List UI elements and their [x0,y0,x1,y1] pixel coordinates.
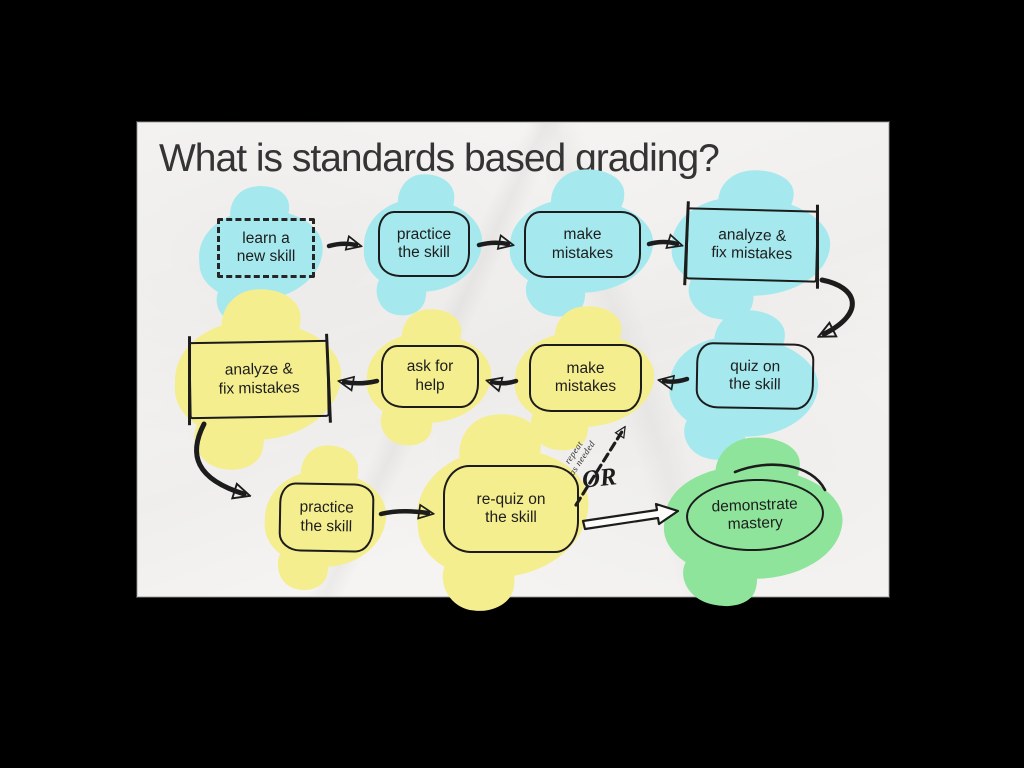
node-box: analyze & fix mistakes [188,339,330,420]
node-label-line: help [415,376,445,394]
slide: What is standards based grading? learn a… [137,122,889,597]
node-practice-skill-1: practice the skill [362,196,484,295]
node-label-line: the skill [728,375,781,394]
node-box: re-quiz on the skill [443,465,579,553]
node-label-line: practice [299,498,354,517]
node-make-mistakes-1: make mistakes [508,196,655,296]
slide-title: What is standards based grading? [159,137,720,180]
node-analyze-fix-1: analyze & fix mistakes [669,192,833,301]
node-label-line: re-quiz on [476,490,546,508]
node-label-line: mistakes [551,244,614,262]
node-label-line: the skill [300,517,353,535]
arrow-practice-to-make [476,243,508,245]
node-box: quiz on the skill [695,341,815,411]
node-make-mistakes-2: make mistakes [513,329,656,430]
arrow-analyze-to-quiz-curve [822,277,855,334]
node-box: ask for help [381,345,479,408]
or-label: OR [580,463,618,494]
node-label-line: mistakes [554,378,617,395]
node-learn-new-skill: learn a new skill [196,206,326,304]
node-label-line: fix mistakes [711,243,793,264]
node-requiz-on-skill: re-quiz on the skill [412,443,594,583]
node-ask-for-help: ask for help [365,330,493,426]
node-label-line: make [566,359,605,377]
node-label-line: mastery [727,514,784,533]
node-box: practice the skill [378,211,470,277]
node-label-line: the skill [398,244,450,261]
node-box: learn a new skill [217,218,315,278]
node-label-line: quiz on [730,357,781,376]
node-box: practice the skill [278,482,375,553]
node-label-line: analyze & [224,360,294,379]
node-box: make mistakes [529,344,642,412]
node-label-line: analyze & [717,225,787,245]
node-label-line: ask for [406,358,454,376]
node-quiz-on-skill: quiz on the skill [665,330,822,444]
node-label-line: make [563,226,602,244]
node-demonstrate-mastery: demonstrate mastery [661,462,846,584]
node-box: analyze & fix mistakes [685,207,819,283]
node-label-line: demonstrate [711,495,799,516]
node-label-line: practice [396,225,452,243]
node-label-line: new skill [236,248,296,265]
node-label-line: fix mistakes [218,378,300,398]
node-analyze-fix-2: analyze & fix mistakes [173,319,343,442]
node-practice-skill-2: practice the skill [262,467,389,571]
node-box: make mistakes [524,211,641,278]
arrow-learn-to-practice [326,244,356,246]
node-label-line: learn a [242,229,290,247]
node-label-line: the skill [485,509,537,526]
arrow-make2-to-ask [492,381,519,383]
